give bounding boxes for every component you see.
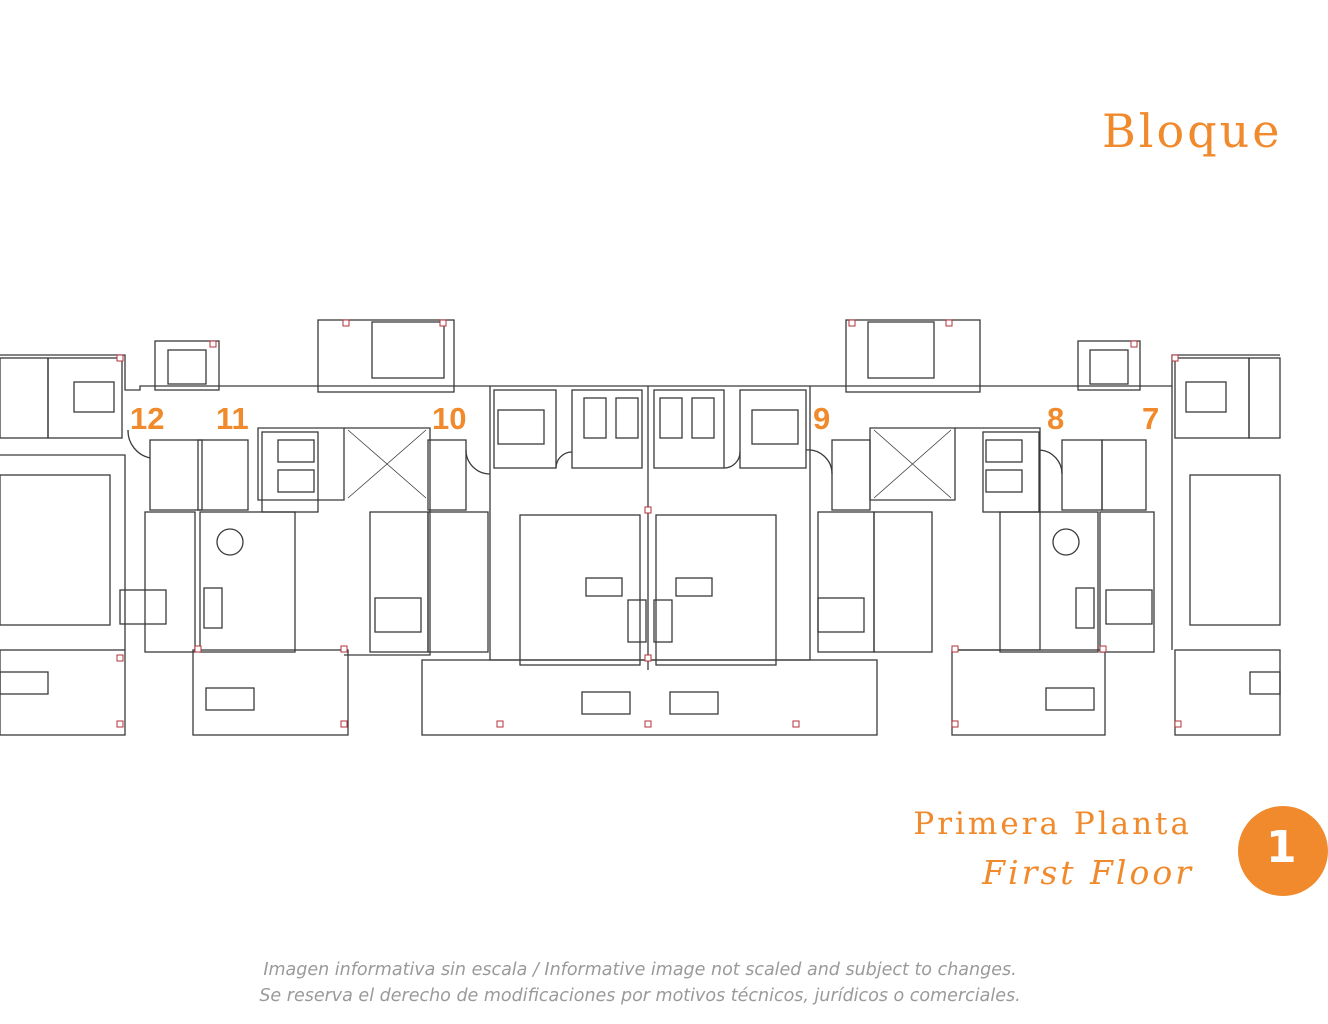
floor-name-english: First Floor xyxy=(982,853,1194,892)
disclaimer-line-2: Se reserva el derecho de modificaciones … xyxy=(259,986,1021,1006)
unit-number-11: 11 xyxy=(216,401,249,436)
unit-number-12: 12 xyxy=(130,401,165,436)
floor-plan xyxy=(0,319,1281,736)
unit-number-7: 7 xyxy=(1142,401,1160,436)
unit-number-9: 9 xyxy=(813,401,831,436)
floor-name-spanish: Primera Planta xyxy=(913,806,1192,842)
stair-core-right xyxy=(845,319,981,393)
elevator-right xyxy=(1077,340,1141,391)
floor-badge-number: 1 xyxy=(1266,822,1297,873)
floor-badge xyxy=(1238,806,1328,896)
elevator-left xyxy=(154,340,220,391)
stair-core-left xyxy=(317,319,455,393)
unit-number-10: 10 xyxy=(432,401,467,436)
unit-number-8: 8 xyxy=(1047,401,1065,436)
disclaimer-line-1: Imagen informativa sin escala / Informat… xyxy=(263,960,1017,980)
block-title: Bloque xyxy=(1102,104,1283,158)
